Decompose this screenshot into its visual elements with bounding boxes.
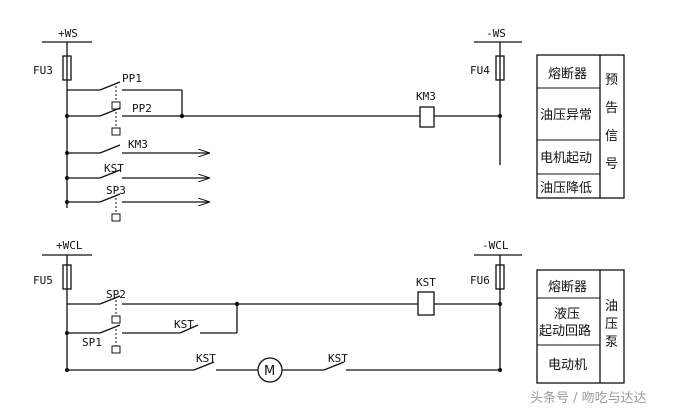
contact-kst-motor-right-label: KST [328, 352, 348, 365]
contact-pp2 [99, 107, 121, 117]
coil-kst [417, 291, 435, 316]
legend-bottom: 熔断器 液压 起动回路 电动机 油 压 泵 [536, 269, 625, 384]
coil-km3-label: KM3 [416, 90, 436, 103]
contact-sp1-label: SP1 [82, 336, 102, 349]
contact-kst-motor-left [193, 361, 215, 371]
contact-pp2-label: PP2 [132, 102, 152, 115]
contact-sp1 [99, 324, 121, 334]
contact-km3-label: KM3 [128, 138, 148, 151]
contact-sp2-label: SP2 [106, 288, 126, 301]
legend-bottom-side-2: 压 [605, 317, 618, 332]
top-circuit: +WS FU3 PP1 PP2 KM3 KM3 [33, 27, 625, 222]
bottom-circuit: +WCL FU5 SP2 KST SP1 KST KST [33, 239, 625, 384]
legend-top-row-4: 油压降低 [540, 181, 592, 196]
legend-bottom-side-1: 油 [605, 299, 618, 314]
bus-wcl-pos-label: +WCL [56, 239, 83, 252]
pressure-switch-pp2 [111, 127, 121, 136]
legend-top: 熔断器 油压异常 电机起动 油压降低 预 告 信 号 [536, 54, 625, 199]
pressure-switch-sp3 [111, 213, 121, 222]
legend-top-side-2: 告 [605, 101, 618, 116]
junction [179, 113, 185, 119]
fuse-fu6-label: FU6 [470, 274, 490, 287]
pressure-switch-sp1 [111, 345, 121, 354]
legend-bottom-side-3: 泵 [605, 335, 618, 350]
legend-bottom-row-2: 液压 [554, 307, 580, 322]
contact-sp3-label: SP3 [106, 184, 126, 197]
contact-pp1-label: PP1 [122, 72, 142, 85]
legend-top-side-3: 信 [605, 129, 618, 144]
watermark: 头条号 / 吻吃与达达 [530, 390, 647, 406]
coil-km3 [419, 106, 435, 128]
contact-kst-motor-left-label: KST [196, 352, 216, 365]
contact-kst [99, 169, 121, 179]
contact-pp1 [99, 81, 121, 91]
bus-wcl-neg-label: -WCL [482, 239, 509, 252]
bus-neg-label: -WS [486, 27, 506, 40]
contact-kst-label: KST [104, 162, 124, 175]
fuse-fu5-label: FU5 [33, 274, 53, 287]
legend-top-side-1: 预 [605, 73, 618, 88]
contact-sp3 [99, 193, 121, 203]
legend-top-row-2: 油压异常 [540, 108, 592, 123]
pressure-switch-sp2 [111, 315, 121, 324]
legend-bottom-row-3: 起动回路 [539, 323, 591, 339]
contact-kst-motor-right [323, 361, 345, 371]
coil-kst-label: KST [416, 276, 436, 289]
contact-sp2 [99, 295, 121, 305]
legend-top-row-1: 熔断器 [548, 67, 587, 82]
legend-bottom-row-1: 熔断器 [548, 280, 587, 295]
contact-kst-hold-label: KST [174, 318, 194, 331]
contact-km3 [99, 144, 121, 154]
legend-bottom-row-4: 电动机 [548, 358, 587, 373]
bus-pos-label: +WS [58, 27, 78, 40]
legend-top-side-4: 号 [605, 157, 618, 172]
junction [65, 114, 69, 118]
contact-kst-hold [179, 324, 199, 334]
fuse-fu4-label: FU4 [470, 64, 490, 77]
legend-top-row-3: 电机起动 [540, 151, 592, 166]
fuse-fu3-label: FU3 [33, 64, 53, 77]
motor-label: M [264, 364, 275, 379]
